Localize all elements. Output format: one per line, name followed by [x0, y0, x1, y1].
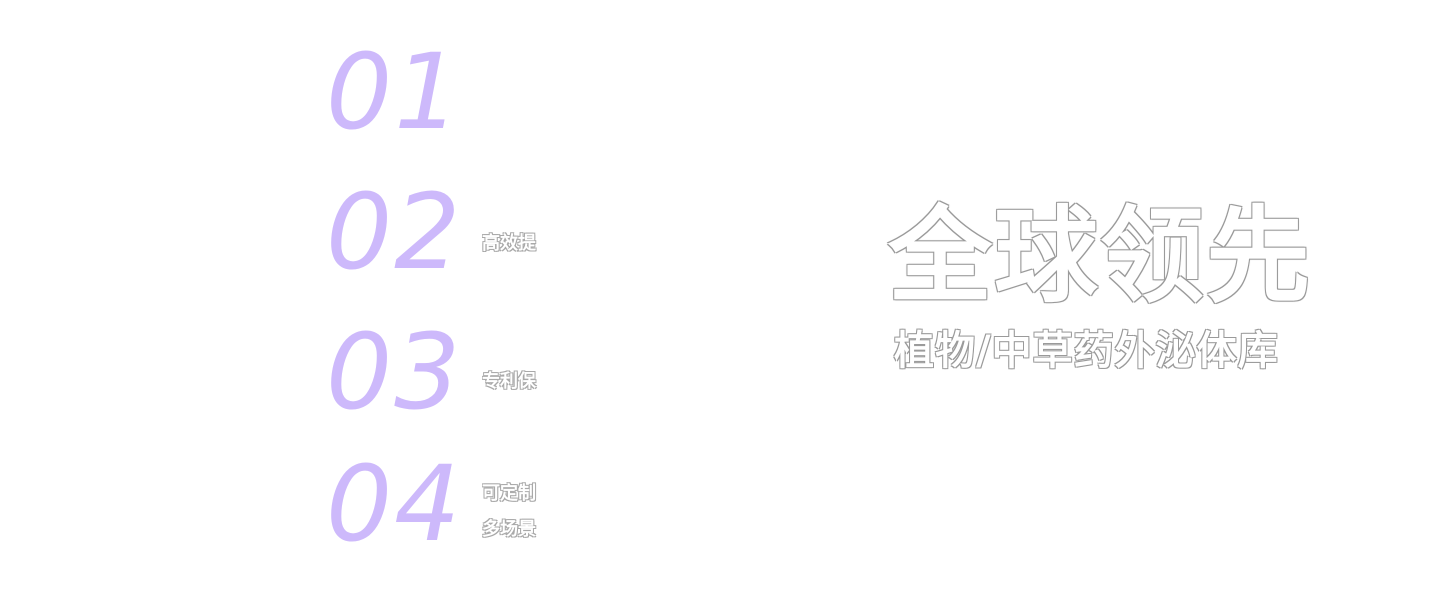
feature-number-02: 02	[326, 171, 463, 293]
feature-number-01: 01	[326, 31, 463, 153]
feature-description-03: 专利保	[482, 364, 548, 400]
feature-number-03: 03	[326, 311, 463, 433]
feature-description-02-line-1: 高效提	[482, 233, 536, 254]
feature-description-02: 高效提	[482, 226, 548, 262]
hero-title: 全球领先	[888, 195, 1313, 317]
feature-description-04-line-2: 多场景	[482, 519, 536, 540]
feature-description-04: 可定制 多场景	[482, 476, 548, 548]
hero-subtitle: 植物/中草药外泌体库	[894, 328, 1279, 374]
feature-description-03-line-1: 专利保	[482, 371, 536, 392]
feature-description-04-line-1: 可定制	[482, 483, 536, 504]
feature-number-04: 04	[326, 443, 463, 565]
